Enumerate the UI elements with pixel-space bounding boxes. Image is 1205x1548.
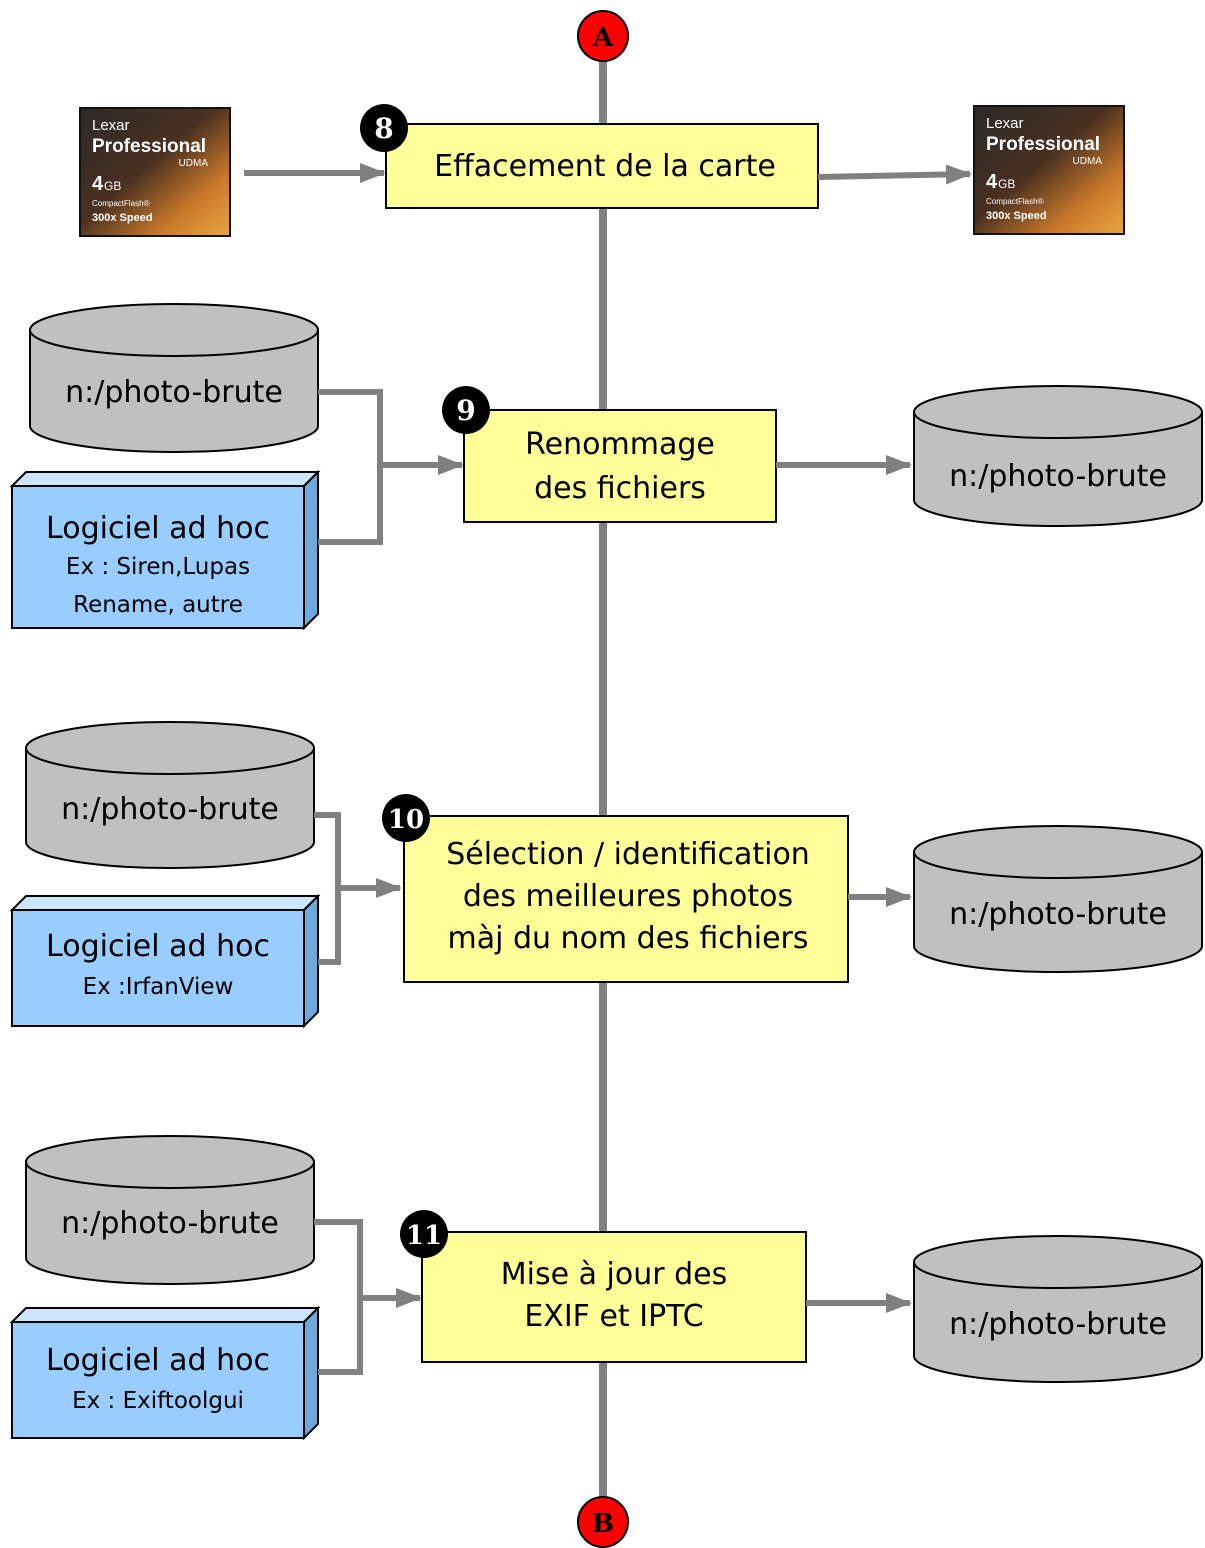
step-10-badge: 10 — [382, 794, 430, 842]
software-box-step10: Logiciel ad hoc Ex :IrfanView — [9, 893, 321, 1029]
svg-text:Professional: Professional — [92, 136, 206, 157]
step-11-box — [421, 1231, 807, 1363]
software-example-line: Ex : Exiftoolgui — [72, 1388, 244, 1414]
software-box-step9: Logiciel ad hoc Ex : Siren,Lupas Rename,… — [9, 469, 321, 631]
storage-output-step10: n:/photo-brute — [913, 825, 1203, 973]
storage-output-step11: n:/photo-brute — [913, 1235, 1203, 1383]
svg-text:9: 9 — [456, 394, 475, 427]
step-10-line-1: Sélection / identification — [446, 837, 810, 872]
software-example-line: Ex :IrfanView — [83, 974, 234, 1000]
step-9-line-2: des fichiers — [534, 471, 706, 506]
bracket-step11 — [314, 1219, 363, 1375]
software-title: Logiciel ad hoc — [46, 1343, 270, 1378]
step-9-badge: 9 — [442, 386, 490, 434]
connector-a-label: A — [592, 23, 614, 53]
svg-text:11: 11 — [406, 1221, 442, 1251]
software-box-step11: Logiciel ad hoc Ex : Exiftoolgui — [9, 1305, 321, 1441]
svg-text:CompactFlash®: CompactFlash® — [986, 197, 1044, 206]
connector-b-label: B — [592, 1509, 614, 1539]
storage-label: n:/photo-brute — [61, 792, 279, 827]
svg-text:300x Speed: 300x Speed — [986, 210, 1047, 222]
step-9-box — [463, 409, 777, 523]
step-10-box — [403, 815, 849, 983]
storage-input-step11: n:/photo-brute — [25, 1135, 315, 1285]
storage-output-step9: n:/photo-brute — [913, 385, 1203, 527]
step-8-box — [385, 123, 819, 209]
software-title: Logiciel ad hoc — [46, 511, 270, 546]
svg-text:UDMA: UDMA — [179, 158, 209, 169]
svg-text:UDMA: UDMA — [1073, 156, 1103, 167]
software-example-line: Rename, autre — [73, 592, 243, 618]
svg-text:8: 8 — [374, 112, 393, 145]
arrow-step8-to-card — [817, 164, 972, 185]
step-8-badge: 8 — [360, 104, 408, 152]
svg-text:10: 10 — [388, 805, 424, 835]
step-8-line-1: Effacement de la carte — [434, 149, 776, 184]
svg-text:Lexar: Lexar — [986, 115, 1024, 132]
storage-label: n:/photo-brute — [949, 897, 1167, 932]
svg-text:4: 4 — [92, 173, 104, 195]
step-9-line-1: Renommage — [525, 427, 715, 462]
step-11-badge: 11 — [400, 1210, 448, 1258]
svg-text:300x Speed: 300x Speed — [92, 212, 153, 224]
svg-text:Professional: Professional — [986, 134, 1100, 155]
bracket-step9 — [318, 389, 383, 545]
step-11-line-2: EXIF et IPTC — [524, 1299, 703, 1334]
svg-text:Lexar: Lexar — [92, 117, 130, 134]
memory-card-output: Lexar Professional UDMA 4 GB CompactFlas… — [973, 105, 1125, 235]
storage-label: n:/photo-brute — [61, 1206, 279, 1241]
software-title: Logiciel ad hoc — [46, 929, 270, 964]
connector-b: B — [577, 1496, 629, 1548]
storage-label: n:/photo-brute — [949, 1307, 1167, 1342]
storage-label: n:/photo-brute — [949, 459, 1167, 494]
svg-text:CompactFlash®: CompactFlash® — [92, 199, 150, 208]
storage-input-step9: n:/photo-brute — [29, 303, 319, 453]
storage-input-step10: n:/photo-brute — [25, 721, 315, 869]
connector-a: A — [577, 10, 629, 62]
software-example-line: Ex : Siren,Lupas — [66, 554, 250, 580]
svg-text:4: 4 — [986, 171, 998, 193]
step-10-line-3: màj du nom des fichiers — [447, 921, 808, 956]
step-10-line-2: des meilleures photos — [463, 879, 793, 914]
memory-card-input: Lexar Professional UDMA 4 GB CompactFlas… — [79, 107, 231, 237]
svg-text:GB: GB — [104, 179, 121, 193]
storage-label: n:/photo-brute — [65, 375, 283, 410]
step-11-line-1: Mise à jour des — [501, 1257, 727, 1292]
svg-text:GB: GB — [998, 177, 1015, 191]
